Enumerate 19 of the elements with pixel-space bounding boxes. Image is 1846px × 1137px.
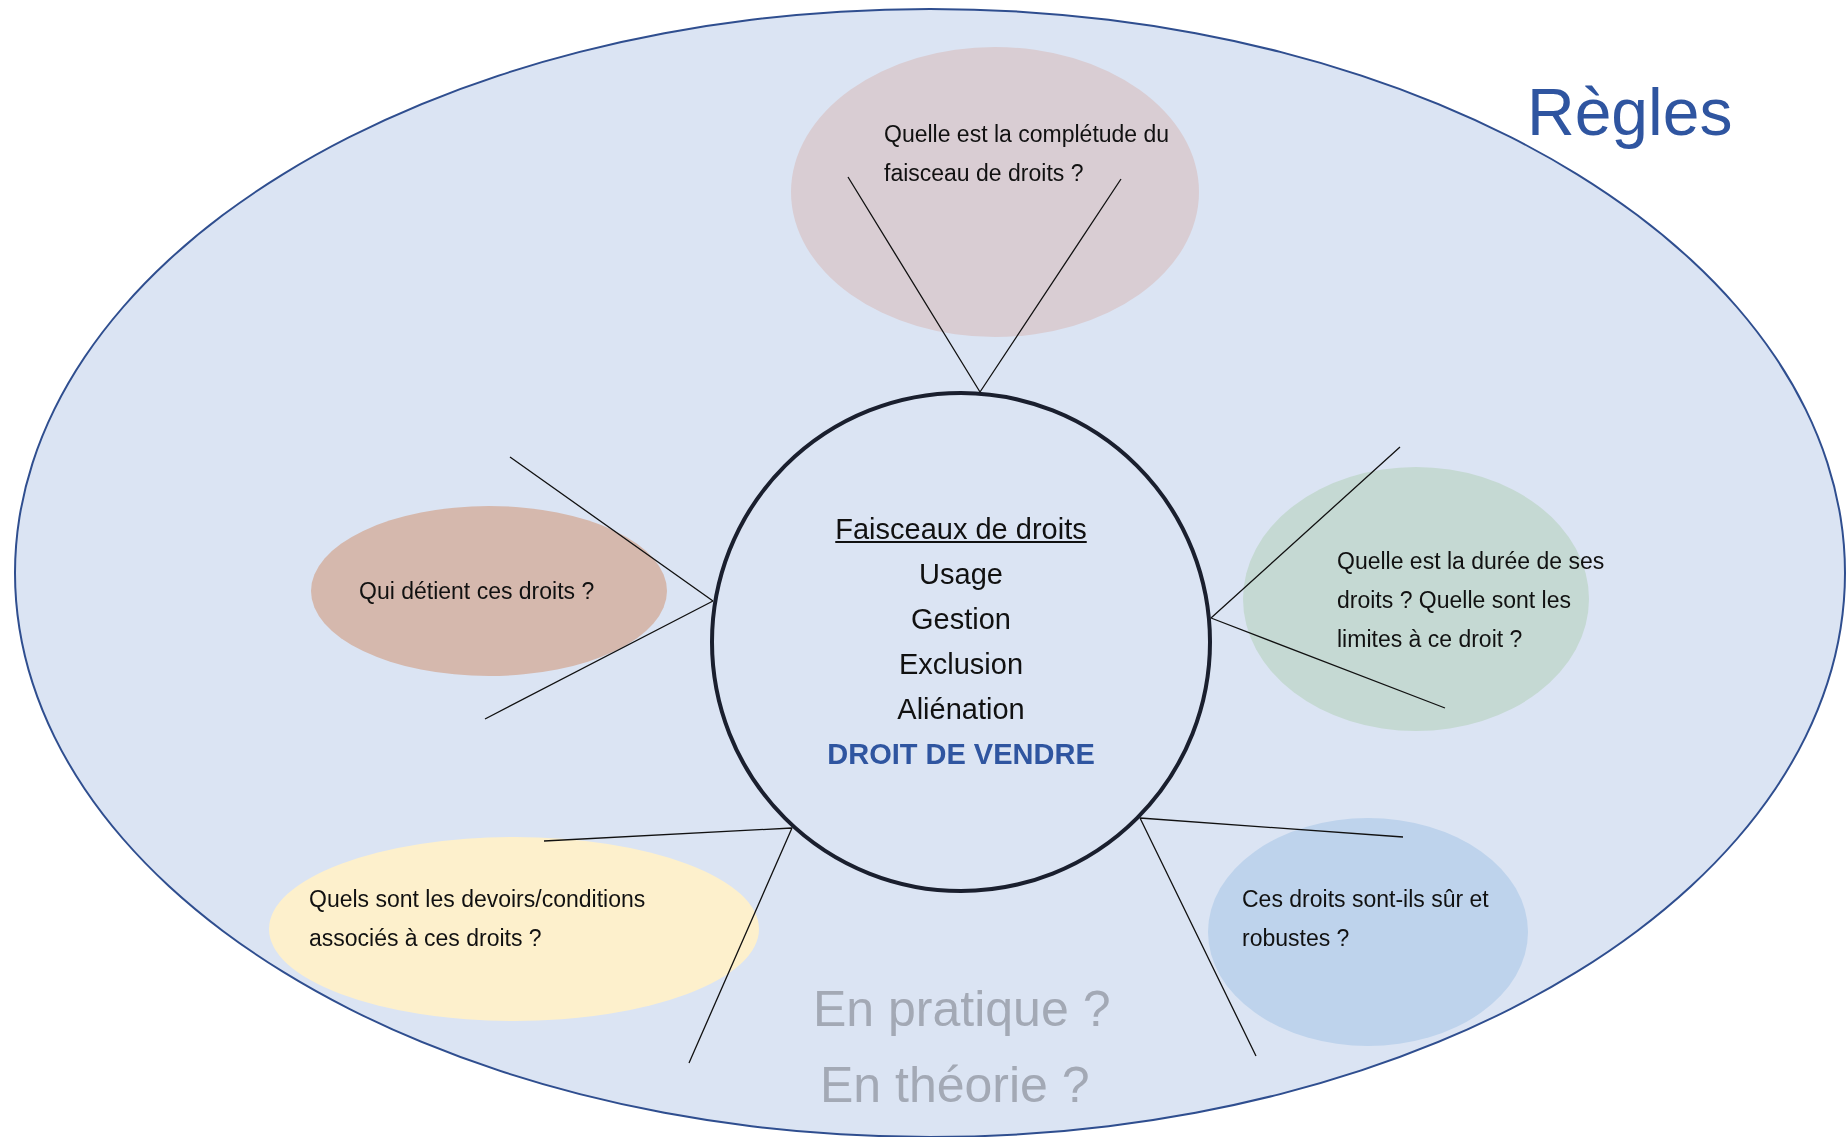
highlight-text: DROIT DE VENDRE [827, 737, 1095, 772]
note-text: En théorie ? [820, 1056, 1090, 1114]
list-item: Aliénation [897, 692, 1025, 727]
callout-pointer [847, 176, 1122, 393]
question-text: Quels sont les devoirs/conditions associés à ces droits ? [309, 885, 647, 953]
list-item: Gestion [911, 602, 1011, 637]
callout-pointer [1139, 817, 1404, 1057]
question-text: Ces droits sont-ils sûr et robustes ? [1242, 885, 1490, 953]
list-item: Exclusion [898, 647, 1024, 682]
question-text: Qui détient ces droits ? [359, 577, 596, 606]
callout-pointer [1210, 446, 1446, 709]
note-text: En pratique ? [813, 980, 1111, 1038]
callout-pointer [543, 827, 793, 1064]
region-title: Règles [1527, 74, 1734, 151]
heading: Faisceaux de droits [835, 512, 1087, 547]
question-text: Quelle est la complétude du faisceau de droits ? [884, 120, 1171, 188]
question-text: Quelle est la durée de ses droits ? Quelle sont les limites à ce droit ? [1337, 547, 1606, 654]
callout-pointer [484, 456, 714, 720]
list-item: Usage [919, 557, 1003, 592]
